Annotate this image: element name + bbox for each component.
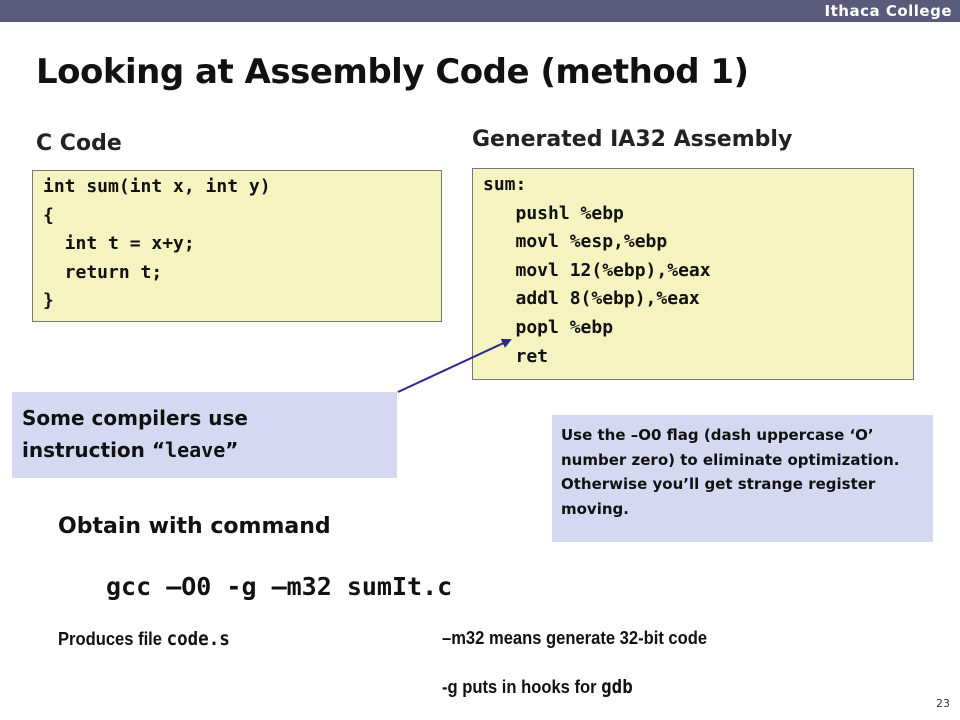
callout-text: ” bbox=[225, 438, 239, 462]
assembly-line: pushl %ebp bbox=[483, 202, 624, 224]
callout-line: instruction “leave” bbox=[22, 434, 387, 466]
produces-text: Produces file bbox=[58, 629, 167, 649]
o0-flag-callout: Use the –O0 flag (dash uppercase ‘O’ num… bbox=[552, 415, 933, 542]
c-code-line: return t; bbox=[43, 261, 163, 283]
c-code-line: } bbox=[43, 290, 54, 312]
callout-line: Some compilers use bbox=[22, 406, 248, 430]
assembly-heading: Generated IA32 Assembly bbox=[472, 127, 793, 152]
c-code-heading: C Code bbox=[36, 131, 122, 156]
m32-flag-note: –m32 means generate 32-bit code bbox=[442, 628, 707, 649]
page-number: 23 bbox=[936, 697, 950, 710]
assembly-line: sum: bbox=[483, 174, 527, 195]
assembly-line: movl 12(%ebp),%eax bbox=[483, 259, 711, 281]
gdb-tool-name: gdb bbox=[601, 676, 633, 698]
leave-instruction-callout: Some compilers use instruction “leave” bbox=[12, 392, 397, 478]
slide-title: Looking at Assembly Code (method 1) bbox=[36, 52, 749, 92]
obtain-command-heading: Obtain with command bbox=[58, 514, 331, 539]
assembly-code-box: sum: pushl %ebp movl %esp,%ebp movl 12(%… bbox=[472, 168, 914, 380]
c-code-box: int sum(int x, int y) { int t = x+y; ret… bbox=[32, 170, 442, 322]
output-filename: code.s bbox=[166, 628, 230, 650]
leave-keyword: leave bbox=[165, 438, 226, 462]
g-flag-note: -g puts in hooks for gdb bbox=[442, 676, 633, 698]
assembly-line: popl %ebp bbox=[483, 316, 614, 338]
c-code-line: int t = x+y; bbox=[43, 233, 195, 255]
assembly-line: ret bbox=[483, 345, 549, 367]
m32-text: means generate 32-bit code bbox=[484, 628, 708, 648]
o0-flag-text: Use the –O0 flag (dash uppercase ‘O’ num… bbox=[561, 426, 900, 518]
m32-flag: –m32 bbox=[442, 628, 485, 648]
callout-text: instruction “ bbox=[22, 438, 166, 462]
c-code-line: { bbox=[43, 204, 54, 226]
c-code-line: int sum(int x, int y) bbox=[43, 176, 271, 197]
college-logo-text: Ithaca College bbox=[824, 2, 952, 20]
assembly-line: movl %esp,%ebp bbox=[483, 231, 668, 253]
produces-file-note: Produces file code.s bbox=[58, 628, 230, 650]
header-bar: Ithaca College bbox=[0, 0, 960, 22]
g-text: -g puts in hooks for bbox=[442, 677, 602, 697]
gcc-command: gcc –O0 -g –m32 sumIt.c bbox=[106, 572, 453, 601]
assembly-line: addl 8(%ebp),%eax bbox=[483, 288, 700, 310]
